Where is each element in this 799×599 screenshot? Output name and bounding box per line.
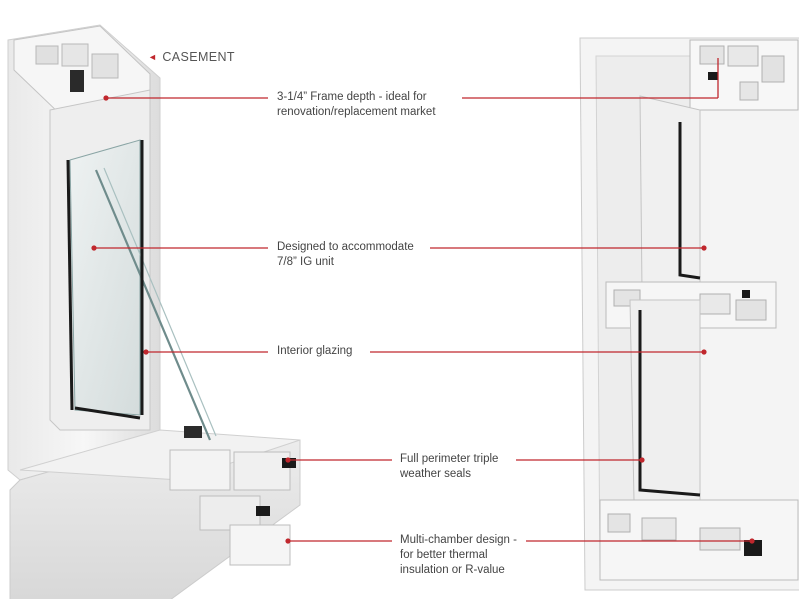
callout-interior-glazing-line1: Interior glazing xyxy=(277,345,353,357)
callout-frame-depth: 3-1/4” Frame depth - ideal for renovatio… xyxy=(277,90,436,120)
callout-multi-chamber-line2: for better thermal insulation or R-value xyxy=(400,549,505,576)
callout-weather-seals-line1: Full perimeter triple xyxy=(400,453,499,465)
callout-interior-glazing: Interior glazing xyxy=(277,344,352,359)
callout-frame-depth-line2: renovation/replacement market xyxy=(277,106,436,118)
casement-sill-top xyxy=(19,429,301,481)
casement-window-illustration xyxy=(7,24,301,599)
callout-weather-seals: Full perimeter triple weather seals xyxy=(400,452,498,482)
callout-frame-depth-line1: 3-1/4” Frame depth - ideal for xyxy=(277,91,427,103)
callout-weather-seals-line2: weather seals xyxy=(400,468,471,480)
callout-ig-unit-line2: 7/8” IG unit xyxy=(277,256,334,268)
callout-multi-chamber: Multi-chamber design - for better therma… xyxy=(400,533,528,578)
left-arrow-icon: ◄ xyxy=(148,52,158,62)
casement-label: CASEMENT xyxy=(162,50,235,64)
casement-glass xyxy=(69,139,141,416)
dh-upper-sash xyxy=(639,95,701,291)
callout-multi-chamber-line1: Multi-chamber design - xyxy=(400,534,517,546)
dh-sill-profile xyxy=(599,499,799,581)
callout-leaders xyxy=(91,58,755,544)
callout-ig-unit-line1: Designed to accommodate xyxy=(277,241,414,253)
casement-heading: ◄ CASEMENT xyxy=(148,50,235,64)
double-hung-window-illustration xyxy=(579,37,799,591)
callout-ig-unit: Designed to accommodate 7/8” IG unit xyxy=(277,240,414,270)
